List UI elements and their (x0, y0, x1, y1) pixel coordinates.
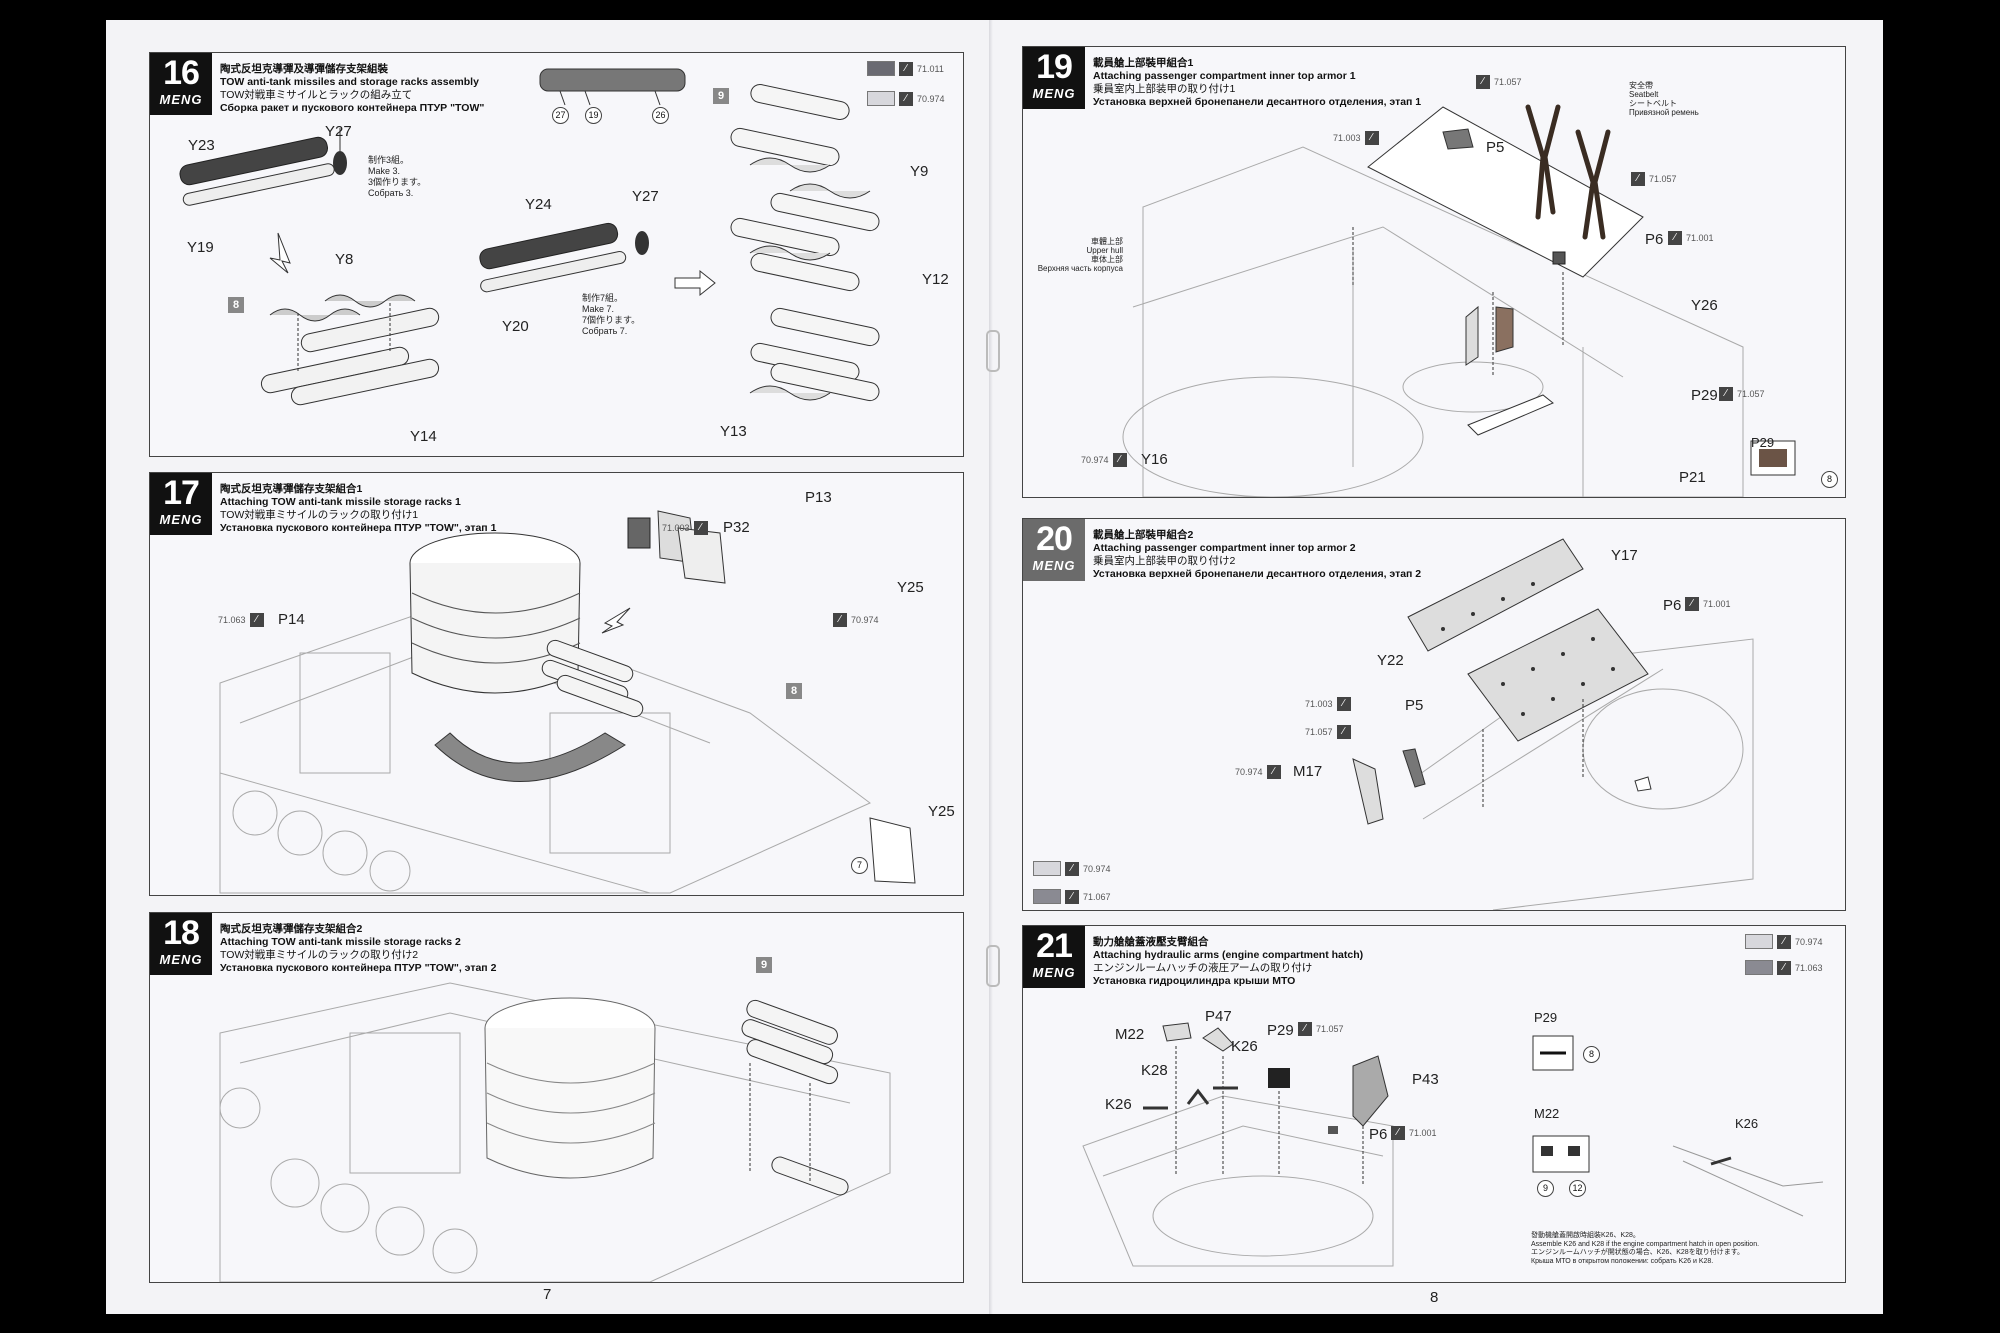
paint-code: 71.057∕ (1305, 725, 1351, 739)
paint-code: 70.974∕ (1081, 453, 1127, 467)
brush-icon: ∕ (1112, 453, 1127, 467)
brush-icon: ∕ (1391, 1126, 1405, 1140)
step-badge: 21 MENG (1023, 926, 1085, 988)
brush-icon: ∕ (1364, 131, 1379, 145)
brush-icon: ∕ (1685, 597, 1699, 611)
paint-swatch: ∕71.011 (867, 61, 944, 76)
brush-icon: ∕ (1777, 960, 1791, 975)
brush-icon: ∕ (1719, 387, 1733, 401)
step-badge: 17 MENG (150, 473, 212, 535)
step-badge: 19 MENG (1023, 47, 1085, 109)
step-20: 20 MENG 載員艙上部裝甲組合2 Attaching passenger c… (1022, 518, 1846, 911)
brush-icon: ∕ (1476, 75, 1490, 89)
step-badge: 16 MENG (150, 53, 212, 115)
paint-swatch: ∕71.063 (1745, 960, 1823, 975)
paint-code: 71.063∕ (218, 613, 264, 627)
brush-icon: ∕ (1266, 765, 1281, 779)
brush-icon: ∕ (1777, 934, 1791, 949)
step-title: 動力艙艙蓋液壓支臂組合 Attaching hydraulic arms (en… (1093, 936, 1364, 987)
paint-swatch: ∕70.974 (1745, 934, 1823, 949)
step-17-drawing (219, 510, 916, 894)
note-make-3: 制作3組。 Make 3. 3個作ります。 Собрать 3. (368, 155, 427, 198)
paint-code: 71.003∕ (1333, 131, 1379, 145)
brush-icon: ∕ (1065, 861, 1079, 876)
step-title: 陶式反坦克導彈儲存支架組合1 Attaching TOW anti-tank m… (220, 483, 497, 534)
brush-icon: ∕ (249, 613, 264, 627)
step-16-drawing (179, 68, 880, 406)
step-title: 陶式反坦克導彈儲存支架組合2 Attaching TOW anti-tank m… (220, 923, 497, 974)
step-21-drawing (1082, 1022, 1824, 1267)
binding-staple (986, 330, 1000, 372)
brush-icon: ∕ (1336, 725, 1351, 739)
brush-icon: ∕ (833, 613, 847, 627)
paint-code: ∕71.057 (1719, 387, 1765, 401)
paint-swatch: ∕71.067 (1033, 889, 1111, 904)
seatbelt-label: 安全帶 Seatbelt シートベルト Привязной ремень (1629, 81, 1699, 117)
paint-code: ∕71.057 (1631, 172, 1677, 186)
brush-icon: ∕ (1298, 1022, 1312, 1036)
note-make-7: 制作7組。 Make 7. 7個作ります。 Собрать 7. (582, 293, 641, 336)
page-number-left: 7 (543, 1286, 552, 1303)
step-title: 載員艙上部裝甲組合1 Attaching passenger compartme… (1093, 57, 1422, 108)
page-number-right: 8 (1430, 1289, 1439, 1306)
book-spine (989, 20, 993, 1314)
paint-code: ∕71.001 (1685, 597, 1731, 611)
step-16: 16 MENG 陶式反坦克導彈及導彈儲存支架組裝 TOW anti-tank m… (149, 52, 964, 457)
paint-code: ∕71.057 (1476, 75, 1522, 89)
paint-code: 71.003∕ (1305, 697, 1351, 711)
step-19: 19 MENG 載員艙上部裝甲組合1 Attaching passenger c… (1022, 46, 1846, 498)
step-18-drawing (219, 982, 891, 1282)
paint-code: ∕71.001 (1391, 1126, 1437, 1140)
paint-swatch: ∕70.974 (867, 91, 945, 106)
brush-icon: ∕ (1668, 231, 1682, 245)
step-badge: 18 MENG (150, 913, 212, 975)
brush-icon: ∕ (899, 61, 913, 76)
brush-icon: ∕ (1065, 889, 1079, 904)
brush-icon: ∕ (1631, 172, 1645, 186)
step-18: 18 MENG 陶式反坦克導彈儲存支架組合2 Attaching TOW ant… (149, 912, 964, 1283)
paint-swatch: ∕70.974 (1033, 861, 1111, 876)
step-badge: 20 MENG (1023, 519, 1085, 581)
brush-icon: ∕ (693, 521, 708, 535)
sub-assembly-ref: 8 (786, 683, 802, 699)
paint-code: ∕70.974 (833, 613, 879, 627)
paint-code: 71.003∕ (662, 521, 708, 535)
binding-staple (986, 945, 1000, 987)
sprue-refs: 27 19 26 (552, 107, 669, 124)
paint-code: ∕71.057 (1298, 1022, 1344, 1036)
step-20-drawing (1352, 538, 1754, 910)
brush-icon: ∕ (899, 91, 913, 106)
paint-code: 70.974∕ (1235, 765, 1281, 779)
paint-code: ∕71.001 (1668, 231, 1714, 245)
hatch-note: 發動機艙蓋開啟時組裝K26、K28。 Assemble K26 and K28 … (1531, 1232, 1760, 1265)
sub-assembly-ref: 9 (713, 88, 729, 104)
step-21: 21 MENG 動力艙艙蓋液壓支臂組合 Attaching hydraulic … (1022, 925, 1846, 1283)
step-17: 17 MENG 陶式反坦克導彈儲存支架組合1 Attaching TOW ant… (149, 472, 964, 896)
step-19-drawing (1122, 104, 1796, 497)
step-title: 陶式反坦克導彈及導彈儲存支架組裝 TOW anti-tank missiles … (220, 63, 485, 114)
sub-assembly-ref: 8 (228, 297, 244, 313)
step-title: 載員艙上部裝甲組合2 Attaching passenger compartme… (1093, 529, 1422, 580)
brush-icon: ∕ (1336, 697, 1351, 711)
upper-hull-label: 車體上部 Upper hull 車体上部 Верхняя часть корпу… (1037, 237, 1123, 273)
sub-assembly-ref: 9 (756, 957, 772, 973)
